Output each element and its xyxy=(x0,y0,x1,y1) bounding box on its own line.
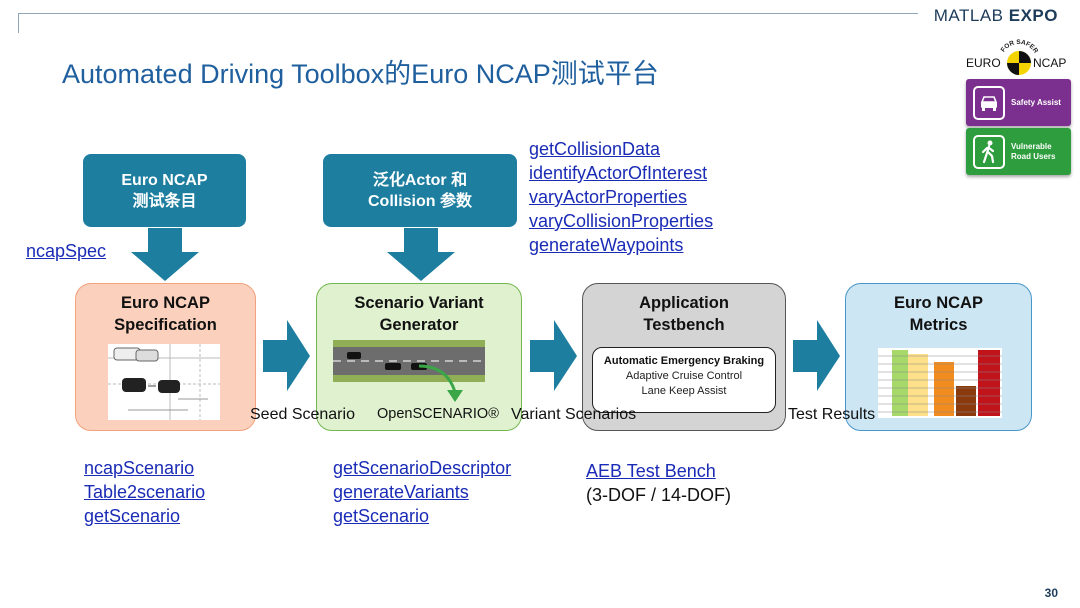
down-arrow-spec xyxy=(131,228,199,281)
func-link[interactable]: ncapScenario xyxy=(84,458,195,478)
flow-label-results: Test Results xyxy=(780,404,876,426)
logo-matlab: MATLAB xyxy=(933,6,1004,25)
stage-euro-ncap-specification: Euro NCAP Specification xyxy=(75,283,256,431)
generator-input-functions: getCollisionData identifyActorOfInterest… xyxy=(529,137,713,257)
header-rule xyxy=(18,13,918,14)
badge-vru-label: Vulnerable Road Users xyxy=(1011,141,1056,161)
stage-generator-title: Scenario Variant Generator xyxy=(354,294,484,334)
openscenario-caption: OpenSCENARIO® xyxy=(377,406,499,422)
func-link[interactable]: varyActorProperties xyxy=(529,187,688,207)
ncap-test-items-box: Euro NCAP 测试条目 xyxy=(83,154,246,227)
func-link[interactable]: varyCollisionProperties xyxy=(529,211,714,231)
badge-safety-assist: Safety Assist xyxy=(966,79,1071,126)
badge-safety-label: Safety Assist xyxy=(1011,97,1061,107)
stage-metrics-title: Euro NCAP Metrics xyxy=(894,294,983,334)
euro-ncap-logo-graphic: FOR SAFER CARS EURO NCAP xyxy=(962,29,1066,75)
app-item-lka: Lane Keep Assist xyxy=(641,385,727,397)
func-link[interactable]: generateWaypoints xyxy=(529,235,684,255)
ncap-logo-right: NCAP xyxy=(1033,56,1066,70)
actor-collision-params-label: 泛化Actor 和 Collision 参数 xyxy=(367,171,472,210)
curved-arrow-icon xyxy=(418,364,463,402)
aeb-test-bench-link[interactable]: AEB Test Bench xyxy=(586,461,716,481)
euro-ncap-logo: FOR SAFER CARS EURO NCAP xyxy=(962,29,1074,80)
app-feature-list: Automatic Emergency Braking Adaptive Cru… xyxy=(592,347,776,413)
flow-label-results-text: Test Results xyxy=(788,406,876,423)
header-rule-tick xyxy=(18,13,19,33)
actor-collision-params-box: 泛化Actor 和 Collision 参数 xyxy=(323,154,517,227)
flow-label-seed: Seed Scenario xyxy=(240,404,355,426)
func-link[interactable]: identifyActorOfInterest xyxy=(529,163,708,183)
spec-output-functions: ncapScenario Table2scenario getScenario xyxy=(84,456,205,528)
app-output: AEB Test Bench (3-DOF / 14-DOF) xyxy=(586,459,731,507)
flow-label-variant-text: Variant Scenarios xyxy=(511,406,637,423)
func-link[interactable]: getScenario xyxy=(84,506,181,526)
badge-vulnerable-road-users: Vulnerable Road Users xyxy=(966,128,1071,175)
stage-scenario-variant-generator: Scenario Variant Generator OpenSCENARIO® xyxy=(316,283,522,431)
ncap-test-items-label: Euro NCAP 测试条目 xyxy=(121,171,208,210)
logo-expo: EXPO xyxy=(1008,6,1058,25)
spec-diagram-image xyxy=(108,344,220,420)
road-scenario-image xyxy=(333,340,485,382)
stage-app-title: Application Testbench xyxy=(639,294,729,334)
stage-spec-title: Euro NCAP Specification xyxy=(114,294,217,334)
stage-euro-ncap-metrics: Euro NCAP Metrics xyxy=(845,283,1032,431)
app-item-aeb: Automatic Emergency Braking xyxy=(603,355,765,367)
right-arrow-seed xyxy=(263,320,310,391)
right-arrow-results xyxy=(793,320,840,391)
func-link[interactable]: getScenario xyxy=(333,506,430,526)
func-link[interactable]: generateVariants xyxy=(333,482,469,502)
func-link[interactable]: getCollisionData xyxy=(529,139,661,159)
matlab-expo-logo: MATLAB EXPO xyxy=(934,6,1058,26)
right-arrow-variant xyxy=(530,320,577,391)
ncap-logo-left: EURO xyxy=(966,56,1001,70)
spec-input-functions: ncapSpec xyxy=(26,239,106,263)
generator-output-functions: getScenarioDescriptor generateVariants g… xyxy=(333,456,511,528)
pedestrian-icon xyxy=(973,134,1005,169)
dof-note: (3-DOF / 14-DOF) xyxy=(586,485,732,505)
svg-text:FOR SAFER CARS: FOR SAFER CARS xyxy=(964,34,1040,56)
down-arrow-generator xyxy=(387,228,455,281)
func-link[interactable]: ncapSpec xyxy=(26,241,107,261)
flow-label-variant: Variant Scenarios xyxy=(506,404,637,426)
car-front-icon xyxy=(973,85,1005,120)
func-link[interactable]: Table2scenario xyxy=(84,482,206,502)
func-link[interactable]: getScenarioDescriptor xyxy=(333,458,512,478)
page-title: Automated Driving Toolbox的Euro NCAP测试平台 xyxy=(62,59,659,89)
page-number: 30 xyxy=(1044,586,1058,600)
ncap-arc-text: FOR SAFER CARS xyxy=(962,29,1041,56)
metrics-table-image xyxy=(878,348,1002,418)
app-item-acc: Adaptive Cruise Control xyxy=(625,370,743,382)
flow-label-seed-text: Seed Scenario xyxy=(250,406,355,423)
